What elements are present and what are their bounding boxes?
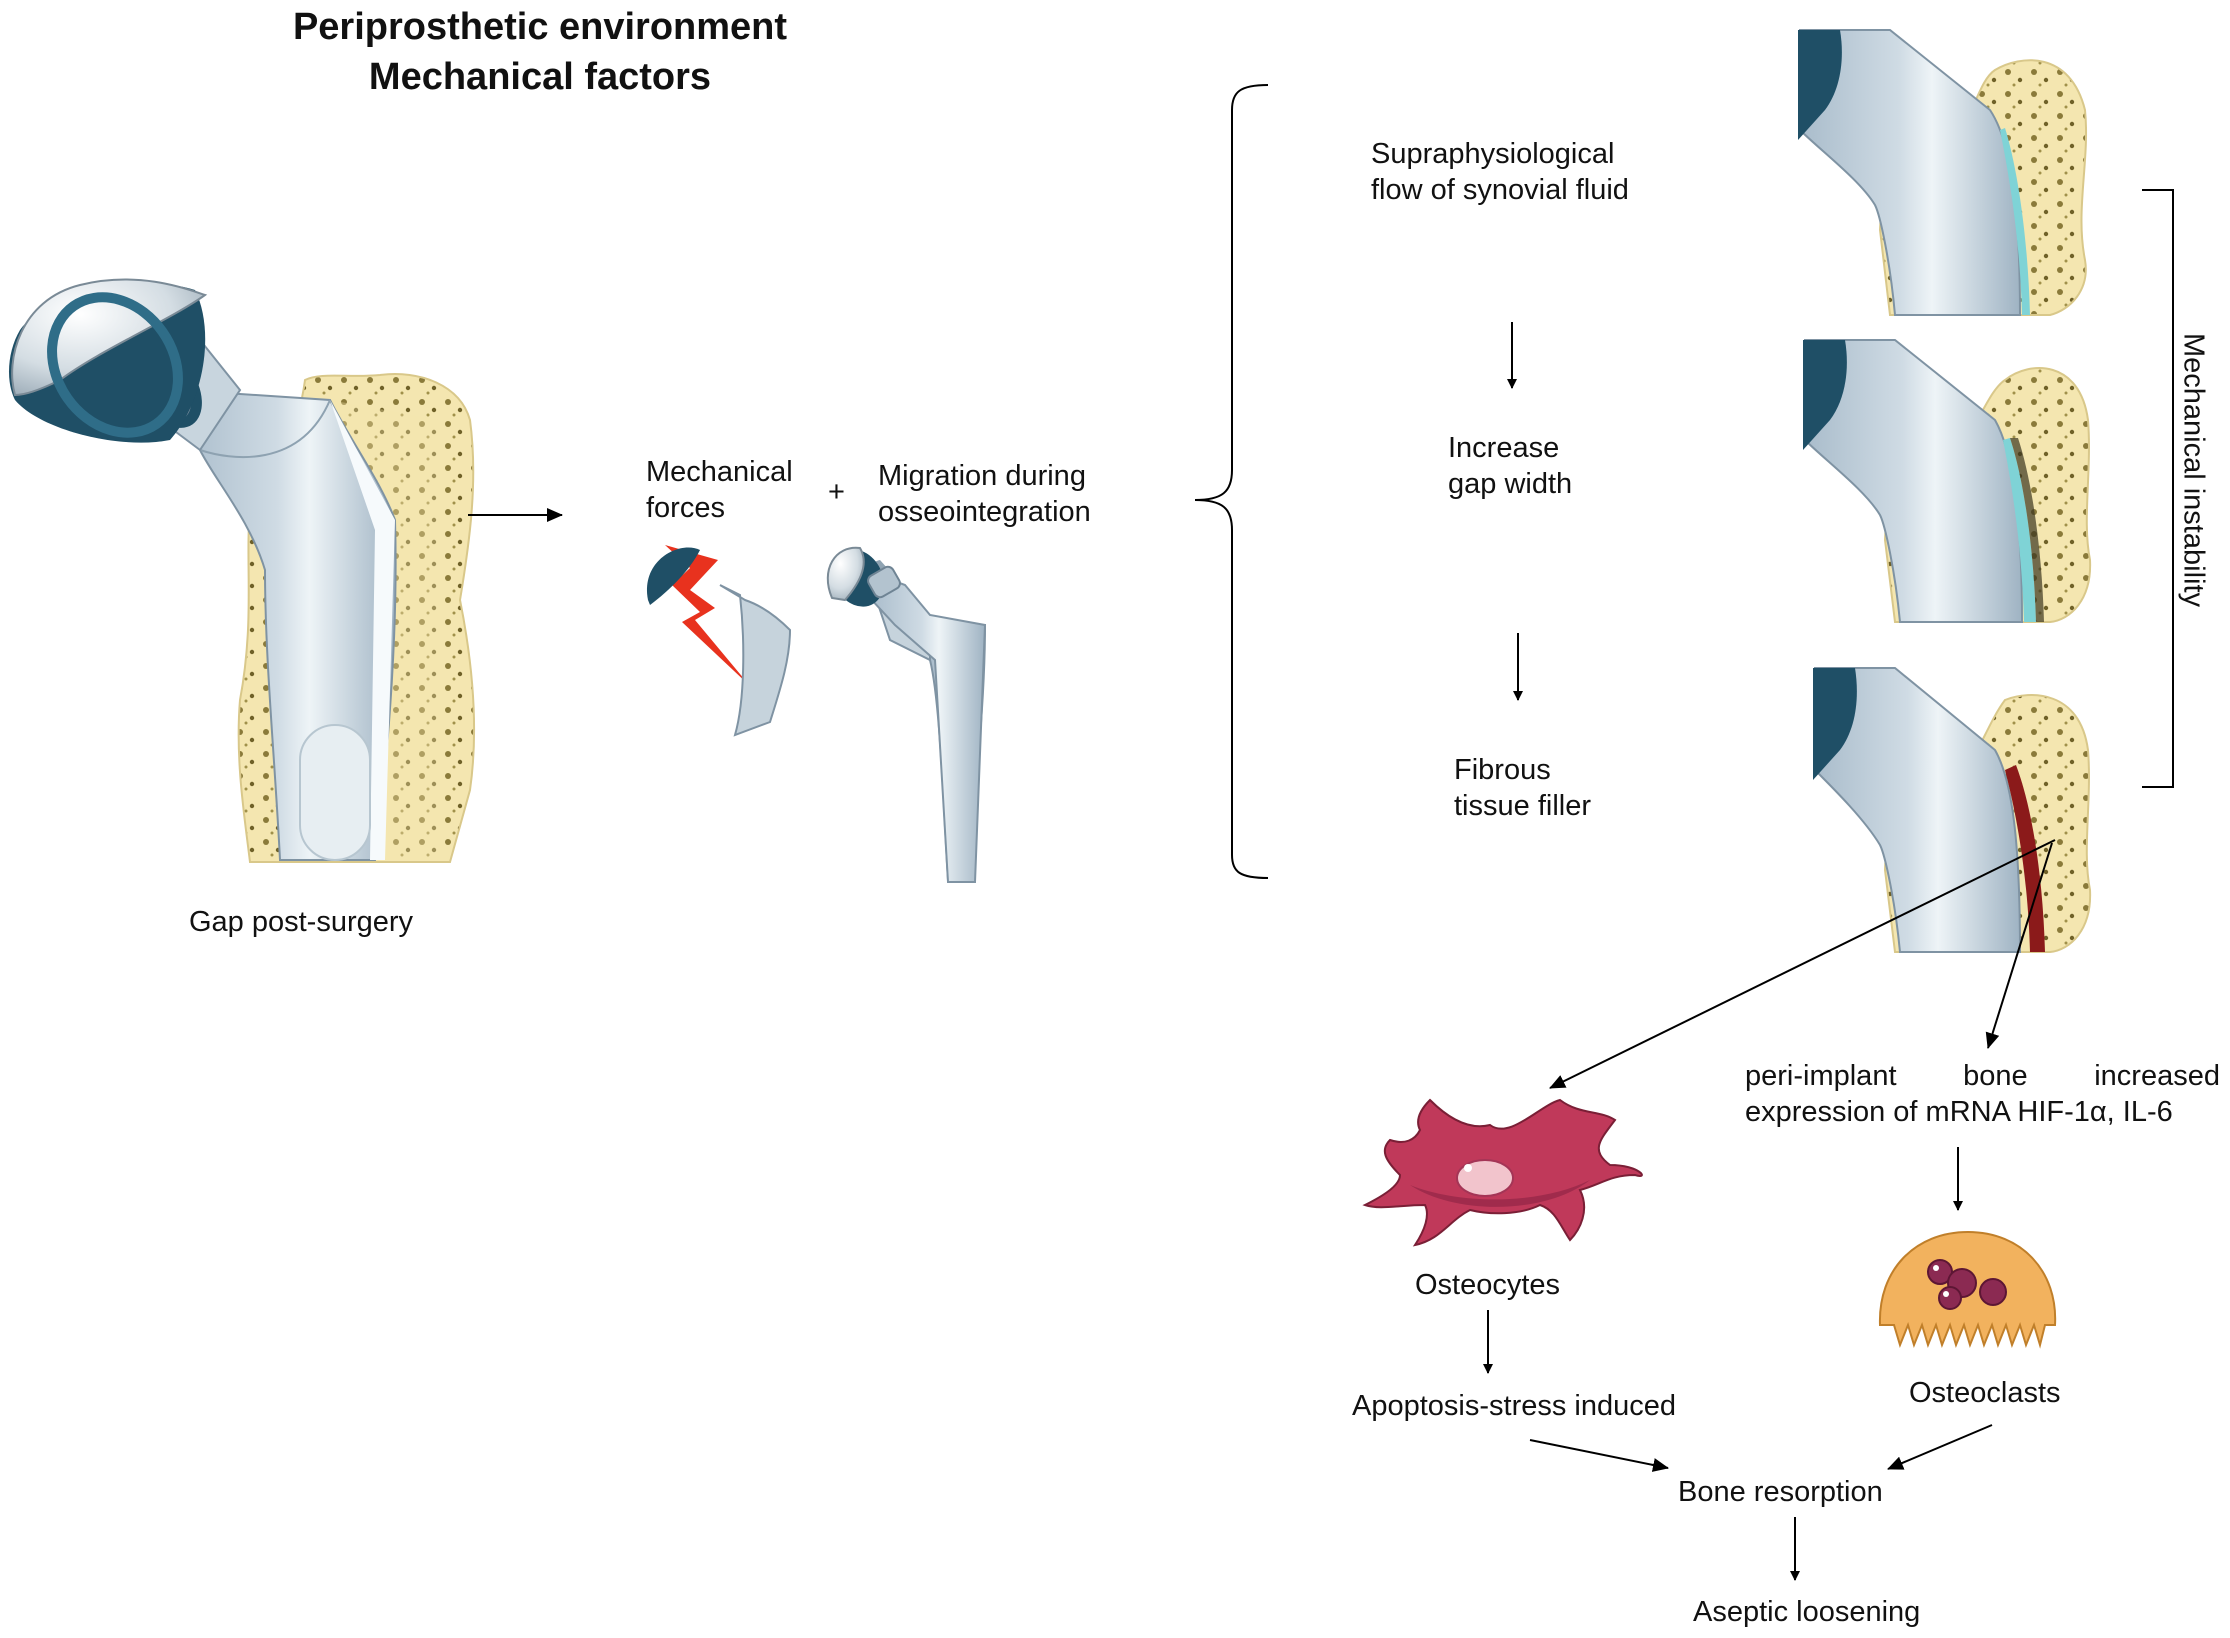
label-supra-1: Supraphysiological [1371,138,1615,170]
title-line-2: Mechanical factors [368,56,712,98]
femur-panel-2 [1803,339,2092,623]
label-plus: + [828,476,845,508]
label-aseptic-loosening: Aseptic loosening [1693,1596,1921,1628]
hip-implant-large [8,278,476,863]
label-osteocytes: Osteocytes [1415,1269,1561,1301]
lightning-icon [665,545,750,686]
label-supra-2: flow of synovial fluid [1371,174,1629,206]
label-mechanical-forces-1: Mechanical [646,456,793,488]
arrow-to-osteocytes [1549,839,2056,1089]
label-osteoclasts: Osteoclasts [1909,1377,2061,1409]
periimplant-word-2: bone [1963,1060,2028,1092]
label-periimplant: peri-implant bone increased expression o… [1745,1058,2220,1130]
label-increase-1: Increase [1448,432,1560,464]
femur-panel-1 [1798,29,2088,316]
osteoclast-icon [1878,1230,2057,1349]
right-bracket [2142,189,2174,788]
label-apoptosis: Apoptosis-stress induced [1352,1390,1676,1422]
periimplant-word-3: increased [2094,1060,2220,1092]
title-line-1: Periprosthetic environment [292,6,788,48]
arrow-apoptosis-to-resorption [1529,1439,1669,1472]
small-implant [826,546,987,883]
label-gap-post-surgery: Gap post-surgery [189,906,414,938]
femur-panel-3 [1813,667,2092,953]
arrow-osteoclasts-to-resorption [1887,1424,1993,1470]
diagram-title: Periprosthetic environment Mechanical fa… [180,2,900,102]
label-periimplant-line-2: expression of mRNA HIF-1α, IL-6 [1745,1096,2173,1128]
periimplant-word-1: peri-implant [1745,1060,1897,1092]
label-fibrous-1: Fibrous [1454,754,1551,786]
label-bone-resorption: Bone resorption [1678,1476,1883,1508]
label-migration-2: osseointegration [878,496,1091,528]
arrow-to-periimplant [1985,842,2053,1049]
label-mechanical-instability: Mechanical instability [2177,332,2210,608]
label-periimplant-line-1: peri-implant bone increased [1745,1058,2220,1094]
left-brace [1194,84,1269,879]
label-migration-1: Migration during [878,460,1086,492]
label-mechanical-forces-2: forces [646,492,725,524]
label-increase-2: gap width [1448,468,1573,500]
osteocyte-icon [1362,1098,1643,1247]
label-fibrous-2: tissue filler [1454,790,1591,822]
